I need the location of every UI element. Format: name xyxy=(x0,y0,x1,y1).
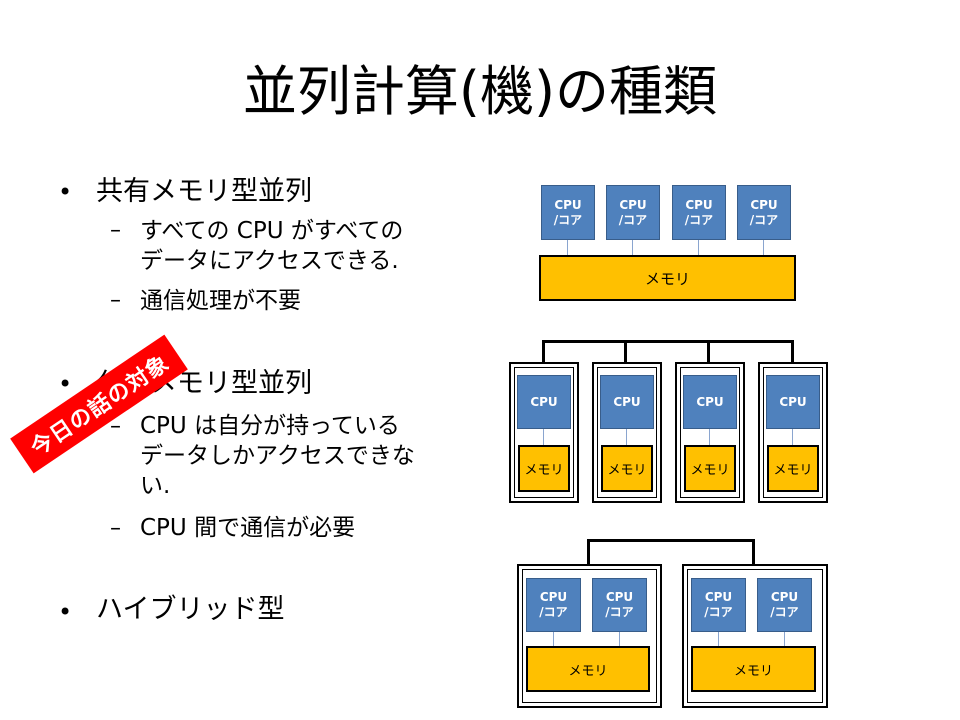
local-memory-box: メモリ xyxy=(601,445,653,492)
bullet-dot: • xyxy=(58,178,73,206)
cpu-box: CPU xyxy=(517,375,571,429)
network-drop xyxy=(752,539,755,565)
connector-line xyxy=(619,632,620,647)
connector-line xyxy=(784,632,785,647)
network-drop xyxy=(707,340,710,363)
network-drop xyxy=(624,340,627,363)
shared-memory-box: メモリ xyxy=(539,255,796,301)
bullet-dot: • xyxy=(58,370,73,398)
bullet-hybrid: ハイブリッド型 xyxy=(96,594,285,625)
local-memory-box: メモリ xyxy=(767,445,819,492)
bullet-shared-memory: 共有メモリ型並列 xyxy=(96,176,312,207)
cpu-core-box: CPU /コア xyxy=(737,185,791,240)
network-drop xyxy=(587,539,590,565)
connector-line xyxy=(698,240,699,256)
sub-bullet-dash: – xyxy=(110,516,121,541)
sub-bullet-own-data: CPU は自分が持っている データしかアクセスできな い. xyxy=(140,413,415,499)
network-bus xyxy=(542,340,794,343)
cpu-core-box: CPU /コア xyxy=(606,185,660,240)
node-shared-memory-box: メモリ xyxy=(526,646,650,692)
connector-line xyxy=(632,240,633,256)
sub-bullet-dash: – xyxy=(110,414,121,439)
connector-line xyxy=(543,429,544,445)
connector-line xyxy=(553,632,554,647)
connector-line xyxy=(567,240,568,256)
sub-bullet-communication-needed: CPU 間で通信が必要 xyxy=(140,515,356,541)
slide-title: 並列計算(機)の種類 xyxy=(242,60,718,123)
network-drop xyxy=(542,340,545,363)
cpu-core-box: CPU /コア xyxy=(526,578,581,632)
sub-bullet-dash: – xyxy=(110,218,121,243)
cpu-core-box: CPU /コア xyxy=(691,578,746,632)
connector-line xyxy=(792,429,793,445)
local-memory-box: メモリ xyxy=(518,445,570,492)
bullet-dot: • xyxy=(58,598,73,626)
connector-line xyxy=(626,429,627,445)
sub-bullet-shared-access: すべての CPU がすべての データにアクセスできる. xyxy=(140,218,404,274)
node-shared-memory-box: メモリ xyxy=(691,646,816,692)
cpu-core-box: CPU /コア xyxy=(592,578,647,632)
network-drop xyxy=(791,340,794,363)
connector-line xyxy=(718,632,719,647)
network-bus xyxy=(587,539,755,542)
sub-bullet-no-communication: 通信処理が不要 xyxy=(140,288,301,314)
cpu-box: CPU xyxy=(766,375,820,429)
local-memory-box: メモリ xyxy=(684,445,736,492)
sub-bullet-dash: – xyxy=(110,288,121,313)
cpu-box: CPU xyxy=(600,375,654,429)
cpu-core-box: CPU /コア xyxy=(757,578,812,632)
connector-line xyxy=(763,240,764,256)
connector-line xyxy=(709,429,710,445)
cpu-core-box: CPU /コア xyxy=(672,185,726,240)
cpu-box: CPU xyxy=(683,375,737,429)
cpu-core-box: CPU /コア xyxy=(541,185,595,240)
